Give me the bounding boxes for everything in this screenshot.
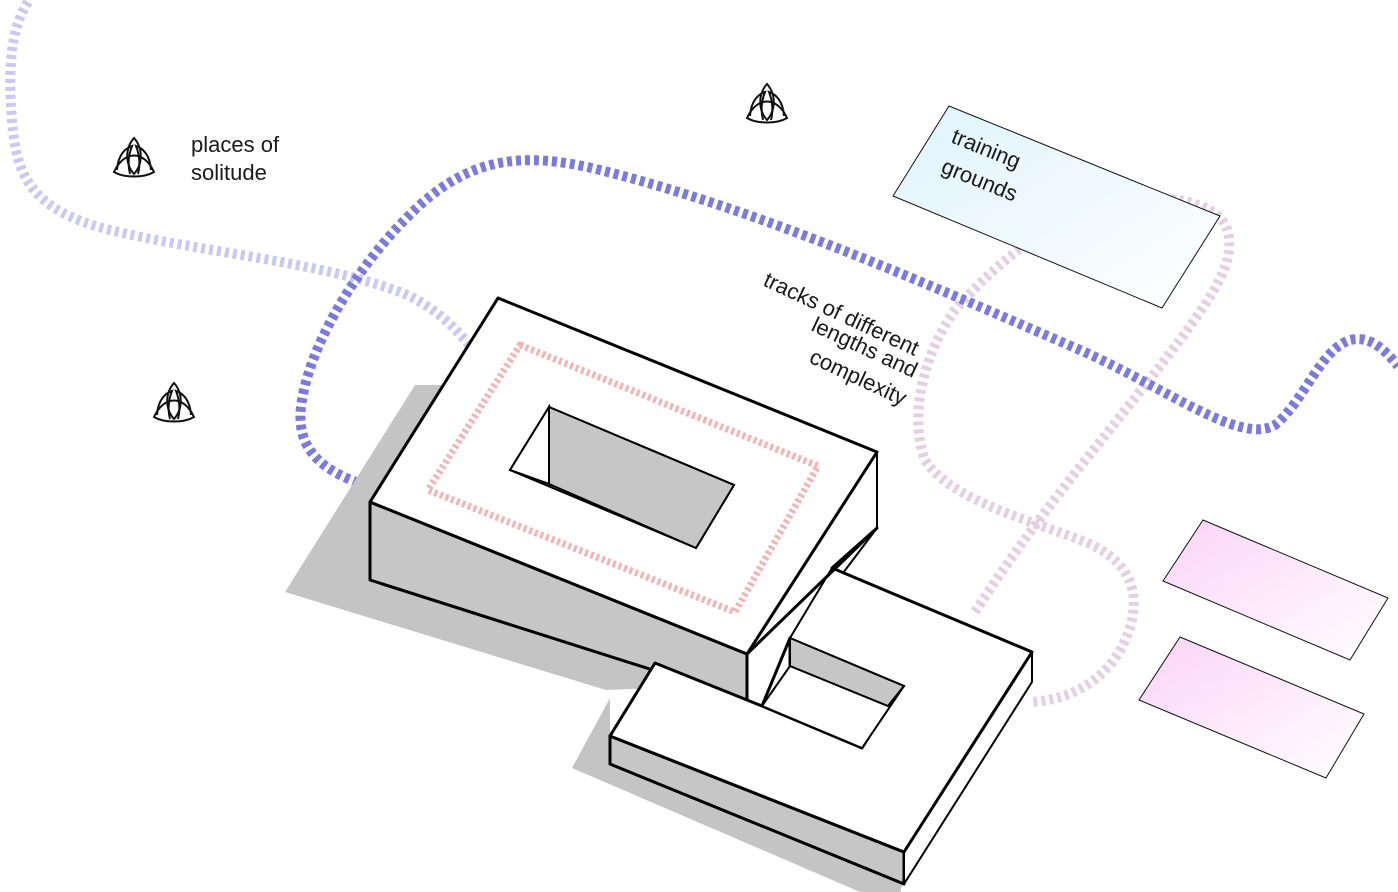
lotus-icon bbox=[746, 83, 788, 124]
track-light bbox=[5, 0, 474, 350]
solitude-label-line1: places of bbox=[191, 132, 280, 157]
building-shadow-main bbox=[285, 385, 747, 710]
pink-pad-lower bbox=[1138, 636, 1365, 779]
track-pink bbox=[913, 193, 1235, 707]
lotus-icon bbox=[153, 382, 195, 423]
main-courtyard-left-wall bbox=[508, 403, 550, 486]
training-grounds-pad bbox=[892, 105, 1221, 309]
pink-pad-upper bbox=[1162, 519, 1389, 661]
solitude-label-line2: solitude bbox=[191, 160, 267, 185]
lotus-icon bbox=[113, 137, 155, 178]
track-roof bbox=[424, 341, 822, 616]
annex-courtyard-shade bbox=[789, 636, 906, 708]
building-shadow-annex bbox=[572, 698, 904, 892]
track-main bbox=[295, 155, 1398, 493]
